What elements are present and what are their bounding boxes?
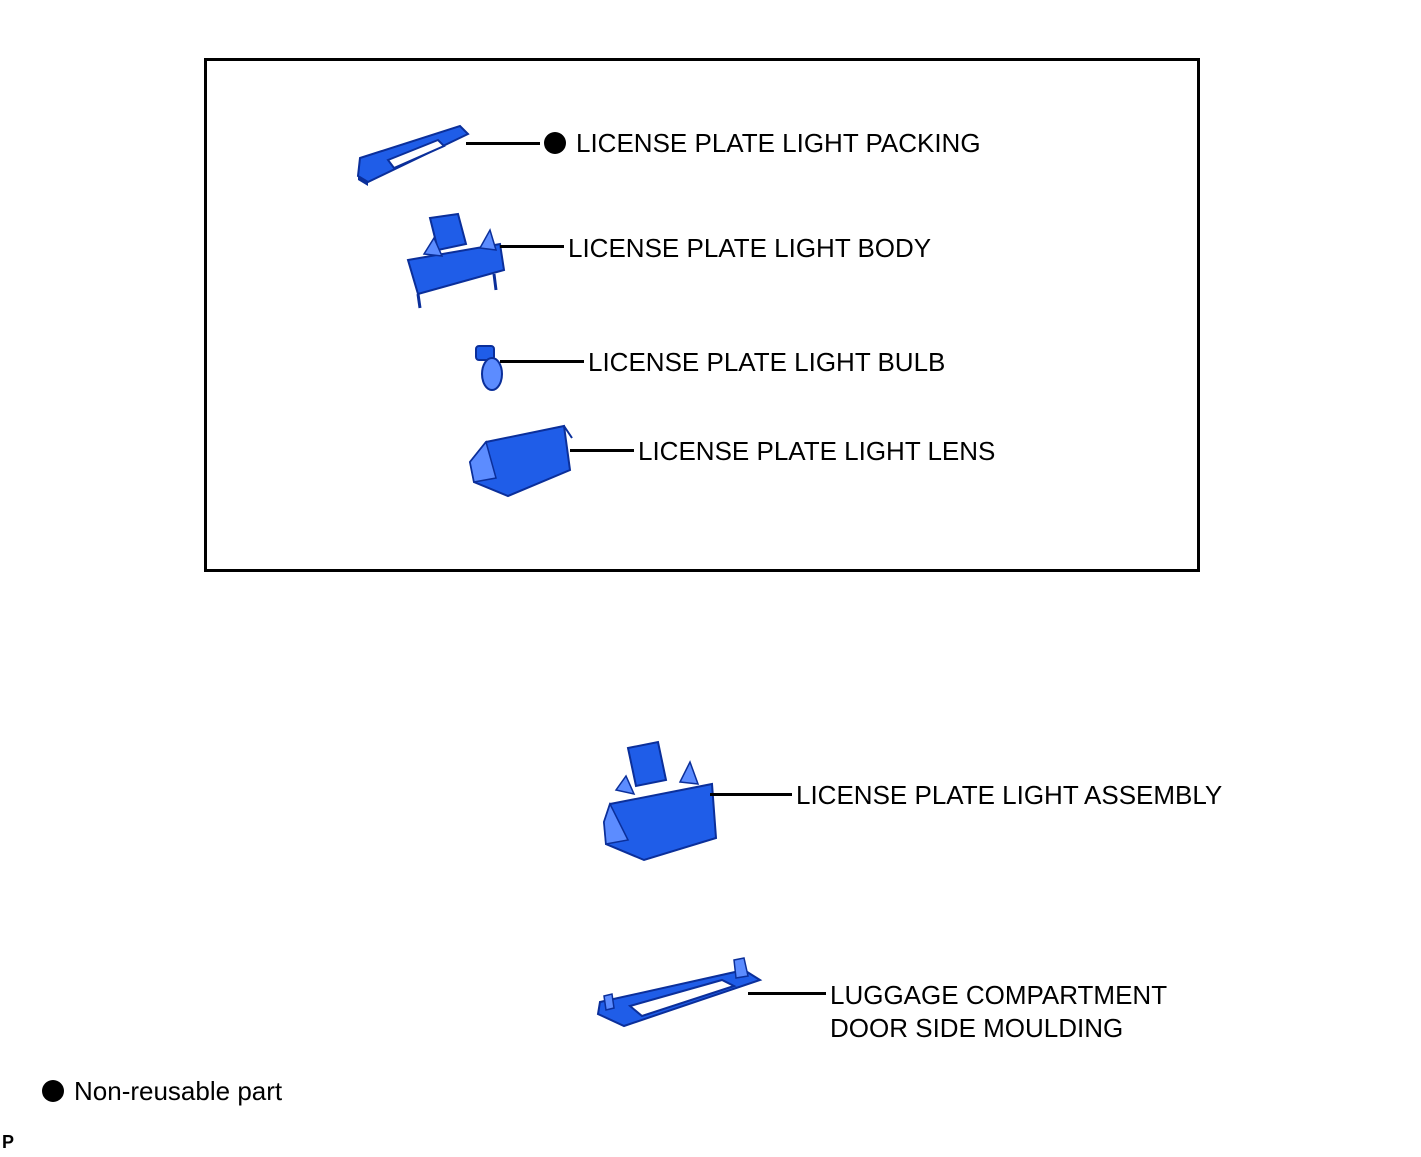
bulb-leader-line [500,360,584,363]
body-leader-line [500,245,564,248]
license-plate-light-lens-icon [468,424,573,498]
bulb-label: LICENSE PLATE LIGHT BULB [588,347,946,377]
packing-label: LICENSE PLATE LIGHT PACKING [576,128,981,158]
assembly-leader-line [710,793,792,796]
license-plate-light-assembly-icon [602,740,718,862]
packing-leader-line [466,142,540,145]
body-label: LICENSE PLATE LIGHT BODY [568,233,932,263]
moulding-leader-line [748,992,826,995]
lens-label: LICENSE PLATE LIGHT LENS [638,436,996,466]
license-plate-light-packing-icon [356,124,470,186]
non-reusable-dot-icon [544,132,566,154]
lens-leader-line [570,449,634,452]
legend-text: Non-reusable part [74,1076,283,1106]
moulding-label-line1: LUGGAGE COMPARTMENT [830,980,1168,1010]
corner-mark: P [2,1132,15,1152]
moulding-label-line2: DOOR SIDE MOULDING [830,1013,1124,1043]
license-plate-light-body-icon [406,212,506,309]
legend-non-reusable-dot-icon [42,1080,64,1102]
exploded-view-frame [204,58,1200,572]
luggage-compartment-door-side-moulding-icon [596,957,763,1028]
license-plate-light-bulb-icon [475,345,503,391]
assembly-label: LICENSE PLATE LIGHT ASSEMBLY [796,780,1223,810]
